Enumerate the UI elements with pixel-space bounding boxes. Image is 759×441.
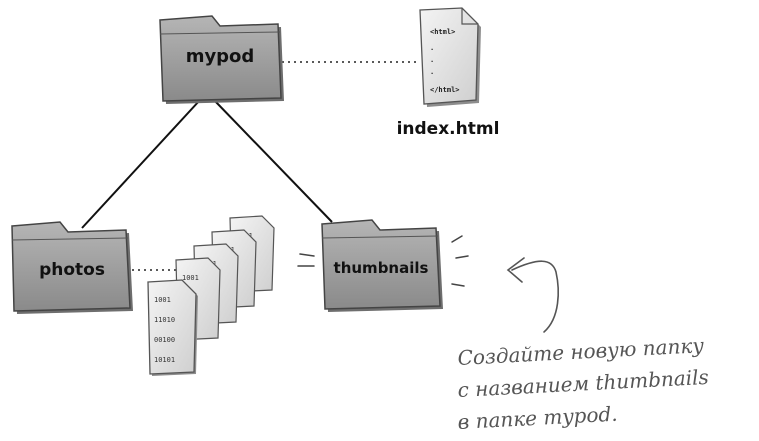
code-ellipsis-2: . <box>430 56 434 64</box>
emphasis-marks <box>297 235 469 287</box>
image-file-1: 1001 11010 00100 10101 <box>147 279 198 376</box>
binary-line: 10101 <box>154 356 175 364</box>
pointer-arrow <box>506 257 560 333</box>
binary-line: 11010 <box>154 316 175 324</box>
folder-label-thumbnails: thumbnails <box>334 259 429 277</box>
folder-mypod: mypod <box>159 15 284 104</box>
note-line-2: с названием thumbnails <box>457 365 709 402</box>
folder-label-photos: photos <box>39 260 105 280</box>
index-html-document: <html> . . . </html> <box>419 7 481 107</box>
note-line-3: в папке mypod. <box>457 402 618 434</box>
connector-root-photos <box>81 99 201 229</box>
note-line-1: Создайте новую папку <box>457 333 705 370</box>
folder-label-mypod: mypod <box>186 46 255 67</box>
code-ellipsis: . <box>430 44 434 52</box>
binary-line: 1001 <box>182 274 199 282</box>
connector-root-thumbnails <box>213 99 333 223</box>
code-ellipsis-3: . <box>430 68 434 76</box>
code-close-tag: </html> <box>430 86 460 94</box>
binary-line: 1001 <box>154 296 171 304</box>
index-file-label: index.html <box>397 119 500 139</box>
image-files-stack: 1001 1001 1001 1001 1001 11010 00100 101… <box>147 215 275 376</box>
folder-photos: photos <box>11 221 133 314</box>
binary-line: 00100 <box>154 336 175 344</box>
instruction-note: Создайте новую папку с названием thumbna… <box>457 333 709 434</box>
code-open-tag: <html> <box>430 28 455 36</box>
folder-thumbnails: thumbnails <box>321 219 443 312</box>
